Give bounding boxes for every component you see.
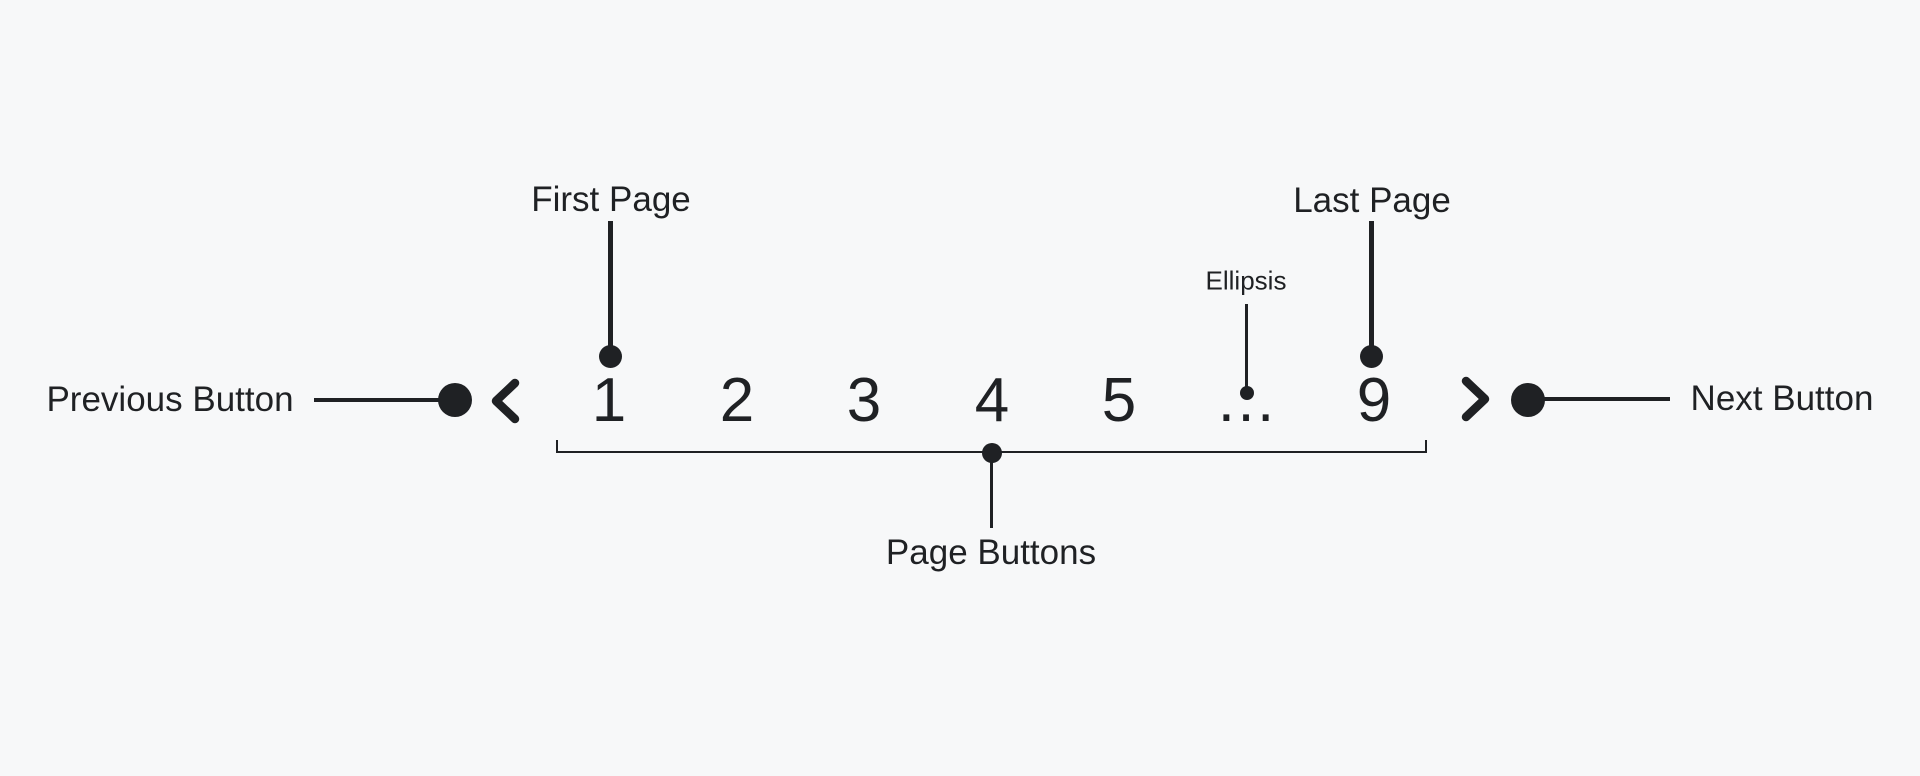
page-buttons-pointer-line xyxy=(990,453,993,528)
first-page-label: First Page xyxy=(531,180,691,219)
ellipsis-pointer-dot xyxy=(1240,386,1254,400)
previous-button-label: Previous Button xyxy=(46,380,294,419)
chevron-left-icon xyxy=(491,378,520,424)
last-page-pointer-line xyxy=(1369,221,1374,353)
previous-button-pointer-line xyxy=(314,398,442,402)
last-page-label: Last Page xyxy=(1293,181,1451,220)
next-button-pointer-line xyxy=(1542,397,1670,401)
page-button-4[interactable]: 4 xyxy=(974,366,1010,435)
page-buttons-label: Page Buttons xyxy=(885,533,1097,572)
next-button-pointer-dot xyxy=(1511,383,1545,417)
last-page-pointer-dot xyxy=(1360,345,1383,368)
page-button-2[interactable]: 2 xyxy=(719,366,755,435)
previous-button[interactable] xyxy=(488,377,522,425)
next-button[interactable] xyxy=(1459,375,1493,423)
next-button-label: Next Button xyxy=(1690,379,1874,418)
ellipsis-label: Ellipsis xyxy=(1205,265,1287,296)
first-page-pointer-line xyxy=(608,221,613,353)
first-page-pointer-dot xyxy=(599,345,622,368)
page-button-9[interactable]: 9 xyxy=(1356,366,1392,435)
page-button-1[interactable]: 1 xyxy=(591,366,627,435)
chevron-right-icon xyxy=(1461,376,1490,422)
page-button-5[interactable]: 5 xyxy=(1101,366,1137,435)
previous-button-pointer-dot xyxy=(438,383,472,417)
page-button-3[interactable]: 3 xyxy=(846,366,882,435)
pagination-ellipsis: … xyxy=(1215,366,1277,435)
ellipsis-pointer-line xyxy=(1245,304,1248,388)
